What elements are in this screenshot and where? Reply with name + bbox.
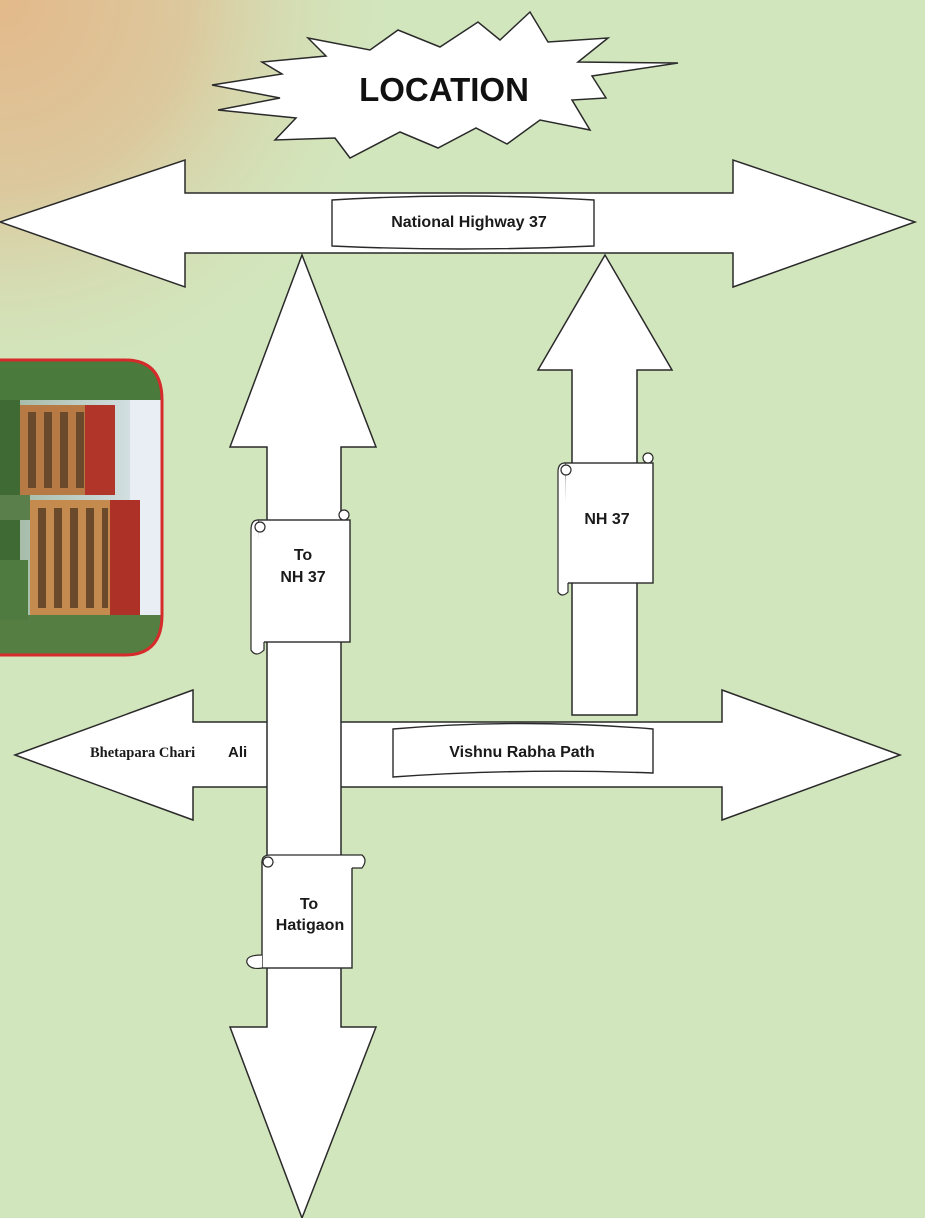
- to-hatigaon-line2: Hatigaon: [276, 917, 344, 934]
- building-photo: [0, 358, 164, 657]
- to-nh37-line1: To: [294, 547, 313, 564]
- to-nh37-line2: NH 37: [280, 569, 325, 586]
- national-highway-label: National Highway 37: [391, 214, 547, 231]
- vishnu-rabha-label: Vishnu Rabha Path: [449, 744, 595, 761]
- photo-frame: [0, 358, 164, 657]
- national-highway-banner: National Highway 37: [331, 195, 595, 250]
- nh37-banner: NH 37: [557, 452, 654, 596]
- main-vertical-arrow: [228, 252, 378, 1218]
- map-title: LOCATION: [359, 71, 529, 108]
- to-hatigaon-banner: To Hatigaon: [246, 854, 366, 970]
- vishnu-rabha-banner: Vishnu Rabha Path: [392, 722, 654, 778]
- bhetapara-suffix: Ali: [228, 744, 247, 761]
- bhetapara-label: Bhetapara Chari: [90, 745, 195, 761]
- starburst-shape: [211, 10, 679, 159]
- to-nh37-banner: To NH 37: [250, 509, 351, 655]
- to-hatigaon-line1: To: [300, 896, 319, 913]
- nh37-right-label: NH 37: [584, 511, 629, 528]
- title-badge: LOCATION: [211, 10, 679, 159]
